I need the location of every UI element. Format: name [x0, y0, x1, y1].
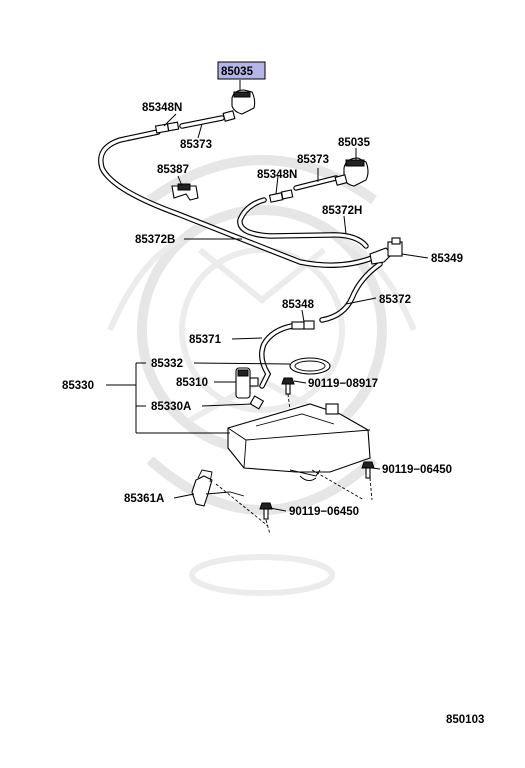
part-label-85330A[interactable]: 85330A: [151, 401, 191, 413]
joint-85348N-a[interactable]: [154, 121, 180, 134]
part-label-90119-08917[interactable]: 90119−08917: [308, 378, 378, 390]
part-label-85330[interactable]: 85330: [62, 380, 94, 392]
washer-nozzle-85035-right[interactable]: [334, 157, 369, 187]
hose-joint-85349[interactable]: [369, 237, 403, 265]
hose-85372B[interactable]: [98, 129, 375, 268]
leader-lines: [106, 80, 429, 512]
part-label-85035-b[interactable]: 85035: [338, 137, 371, 149]
highlight-box-85035: [217, 61, 266, 80]
bracket-85361A[interactable]: [191, 469, 245, 507]
part-label-85387[interactable]: 85387: [157, 164, 189, 176]
pump-grommet-85332[interactable]: [289, 357, 331, 375]
hose-85373-b[interactable]: [293, 175, 339, 191]
part-label-85332[interactable]: 85332: [151, 358, 183, 370]
part-label-85361A[interactable]: 85361A: [124, 493, 164, 505]
part-label-85349[interactable]: 85349: [431, 253, 463, 265]
hose-85372[interactable]: [319, 261, 383, 323]
watermark-emblem: [107, 155, 417, 596]
part-label-85373-b[interactable]: 85373: [297, 154, 329, 166]
bolt-90119-06450-a[interactable]: [361, 461, 375, 479]
washer-pump-85310[interactable]: [235, 367, 265, 410]
hose-85371[interactable]: [259, 323, 295, 389]
part-label-85372H[interactable]: 85372H: [322, 205, 362, 217]
part-label-85348N-b[interactable]: 85348N: [257, 169, 297, 181]
hose-clamp-85387[interactable]: [171, 183, 199, 201]
part-label-90119-06450-b[interactable]: 90119−06450: [289, 506, 359, 518]
part-label-85348[interactable]: 85348: [282, 299, 315, 311]
bolt-90119-06450-b[interactable]: [259, 502, 273, 520]
part-label-85310[interactable]: 85310: [176, 377, 208, 389]
part-label-85371[interactable]: 85371: [189, 334, 222, 346]
washer-tank-85330A[interactable]: [227, 403, 371, 481]
page-code: 850103: [446, 714, 484, 726]
hose-85372H[interactable]: [237, 197, 369, 249]
part-label-85373-a[interactable]: 85373: [180, 139, 212, 151]
hose-85373-a[interactable]: [179, 115, 225, 129]
joint-85348N-b[interactable]: [268, 189, 294, 203]
part-label-85372[interactable]: 85372: [379, 294, 411, 306]
joint-85348[interactable]: [291, 320, 315, 330]
washer-nozzle-85035-top[interactable]: [222, 89, 256, 122]
installation-guides: [215, 393, 373, 535]
part-label-90119-06450-a[interactable]: 90119−06450: [382, 464, 452, 476]
part-label-85372B[interactable]: 85372B: [135, 234, 175, 246]
part-label-85035-top[interactable]: 85035: [221, 66, 254, 78]
part-label-85348N-a[interactable]: 85348N: [142, 102, 182, 114]
